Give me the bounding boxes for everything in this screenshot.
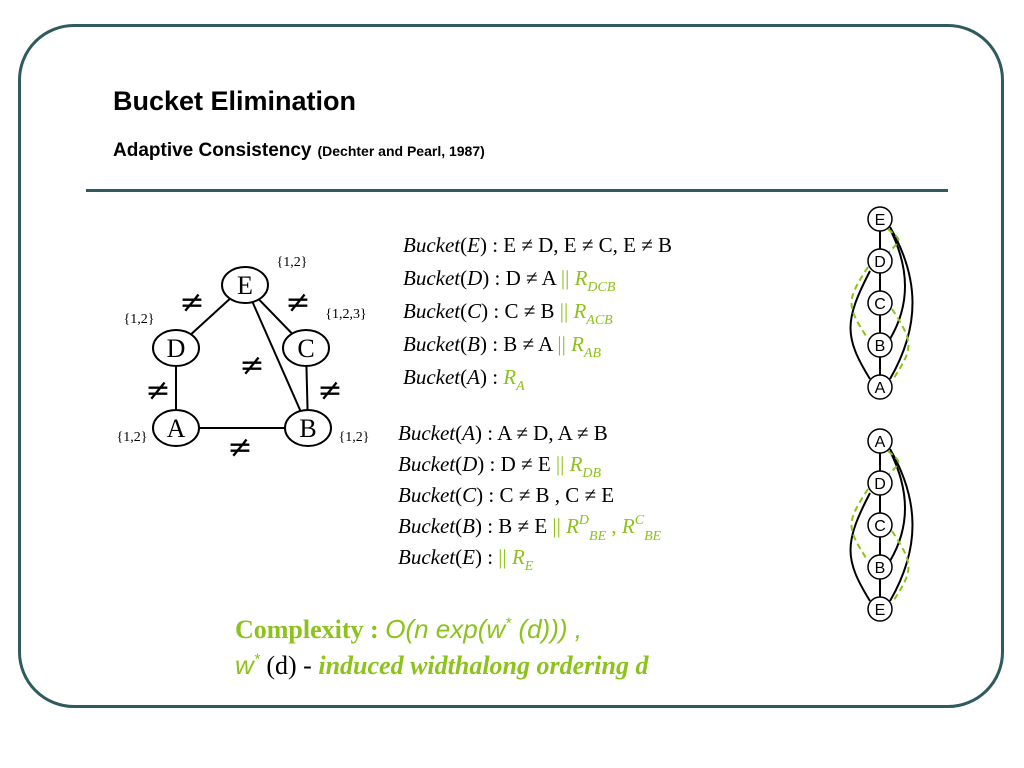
ordering1-node-A: [867, 374, 893, 400]
ordering2-arc: [889, 450, 906, 562]
order2-row-E: Bucket(E) : || RE: [398, 545, 534, 574]
node-A: [152, 409, 200, 447]
w-star: w*: [235, 650, 260, 680]
neq-symbol: ≠: [285, 285, 310, 320]
order1-row-D: Bucket(D) : D ≠ A || RDCB: [403, 266, 616, 295]
ordering1-arc: [889, 226, 914, 380]
ordering2-node-B: [867, 554, 893, 580]
ordering2-node-label-B: B: [875, 560, 886, 577]
neq-symbol: ≠: [179, 285, 204, 320]
node-B: [284, 409, 332, 447]
ordering1-node-D: [867, 248, 893, 274]
ordering1-node-C: [867, 290, 893, 316]
node-D: [152, 329, 200, 367]
ordering1-node-label-C: C: [874, 296, 886, 313]
edge-EB: [244, 284, 309, 429]
domain-D: {1,2}: [124, 312, 155, 327]
induced-width-line: w* (d) - induced widthalong ordering d: [235, 650, 648, 681]
complexity-formula: O(n exp(w* (d))) ,: [385, 614, 582, 644]
domain-C: {1,2,3}: [325, 307, 366, 322]
neq-symbol: ≠: [317, 373, 342, 408]
ordering2-induced-edge: [887, 450, 900, 476]
ordering2-node-E: [867, 596, 893, 622]
ordering1-node-label-D: D: [874, 254, 886, 271]
subtitle-text: Adaptive Consistency: [113, 140, 312, 161]
ordering1-node-B: [867, 332, 893, 358]
order2-row-D: Bucket(D) : D ≠ E || RDB: [398, 452, 602, 481]
ordering1-induced-edge: [850, 266, 869, 340]
domain-A: {1,2}: [117, 430, 148, 445]
domain-E: {1,2}: [277, 255, 308, 270]
ordering2-node-C: [867, 512, 893, 538]
ordering1-node-label-B: B: [875, 338, 886, 355]
node-label-A: A: [167, 414, 186, 443]
node-label-D: D: [167, 334, 186, 363]
slide-subtitle: Adaptive Consistency (Dechter and Pearl, …: [113, 140, 485, 162]
node-label-C: C: [297, 334, 314, 363]
induced-width-text: induced widthalong ordering d: [318, 651, 649, 680]
ordering1-induced-edge: [891, 308, 910, 382]
ordering2-node-A: [867, 428, 893, 454]
complexity-colon: :: [370, 615, 379, 644]
ordering2-induced-edge: [891, 530, 910, 604]
title-divider: [86, 189, 948, 192]
order1-row-E: Bucket(E) : E ≠ D, E ≠ C, E ≠ B: [403, 233, 672, 257]
ordering2-node-label-E: E: [875, 602, 886, 619]
ordering2-arc: [849, 492, 871, 602]
ordering2-node-label-C: C: [874, 518, 886, 535]
ordering1-node-label-E: E: [875, 212, 886, 229]
node-C: [282, 329, 330, 367]
ordering2-node-label-A: A: [875, 434, 886, 451]
ordering1-node-label-A: A: [875, 380, 886, 397]
ordering1-node-E: [867, 206, 893, 232]
neq-symbol: ≠: [145, 373, 170, 408]
order2-row-B: Bucket(B) : B ≠ E || RDBE , RCBE: [398, 513, 662, 544]
citation: (Dechter and Pearl, 1987): [317, 143, 485, 159]
order1-row-C: Bucket(C) : C ≠ B || RACB: [403, 299, 613, 328]
neq-symbol: ≠: [227, 430, 252, 465]
ordering1-induced-edge: [887, 228, 900, 254]
d-part: (d) -: [259, 651, 319, 680]
order1-row-B: Bucket(B) : B ≠ A || RAB: [403, 332, 601, 361]
order2-row-C: Bucket(C) : C ≠ B , C ≠ E: [398, 483, 614, 507]
order1-row-A: Bucket(A) : RA: [403, 365, 525, 394]
ordering2-arc: [889, 448, 914, 602]
domain-B: {1,2}: [339, 430, 370, 445]
slide-frame: [18, 24, 1004, 708]
ordering2-node-D: [867, 470, 893, 496]
complexity-label: Complexity: [235, 615, 364, 644]
complexity-line: Complexity : O(n exp(w* (d))) ,: [235, 614, 582, 645]
ordering2-node-label-D: D: [874, 476, 886, 493]
slide-title: Bucket Elimination: [113, 86, 357, 116]
ordering1-arc: [889, 228, 906, 340]
node-label-B: B: [299, 414, 316, 443]
node-E: [221, 266, 269, 304]
ordering1-arc: [849, 270, 871, 380]
neq-symbol: ≠: [239, 348, 264, 383]
node-label-E: E: [237, 271, 253, 300]
order2-row-A: Bucket(A) : A ≠ D, A ≠ B: [398, 421, 608, 445]
ordering2-induced-edge: [850, 488, 869, 562]
